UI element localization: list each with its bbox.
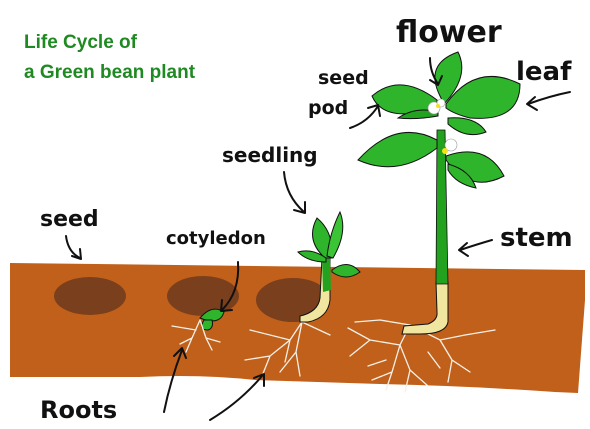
plant-leaf-right-small <box>448 118 486 135</box>
label-seed-pod-line2: pod <box>308 97 348 119</box>
label-flower: flower <box>396 15 502 50</box>
diagram-title-line-2: a Green bean plant <box>24 62 195 84</box>
label-seed-pod-line1: seed <box>318 67 369 89</box>
label-stem: stem <box>500 223 573 253</box>
leaf-arrow <box>527 92 570 110</box>
label-seedling: seedling <box>222 143 318 167</box>
diagram-title-line-1: Life Cycle of <box>24 32 137 54</box>
seed-1 <box>54 277 126 315</box>
label-cotyledon: cotyledon <box>166 228 266 249</box>
seed-arrow <box>66 236 81 259</box>
roots-arrow-2 <box>210 374 264 420</box>
stem-arrow <box>459 240 492 256</box>
label-seed-pod: seed pod <box>308 67 375 119</box>
plant-leaf-mid-left <box>358 132 437 166</box>
plant-leaf-top-left <box>372 85 437 114</box>
label-seed: seed <box>40 207 99 232</box>
label-roots: Roots <box>40 396 117 424</box>
seedling-arrow <box>284 172 305 213</box>
label-leaf: leaf <box>516 57 572 87</box>
seed-pod-arrow <box>350 105 380 128</box>
